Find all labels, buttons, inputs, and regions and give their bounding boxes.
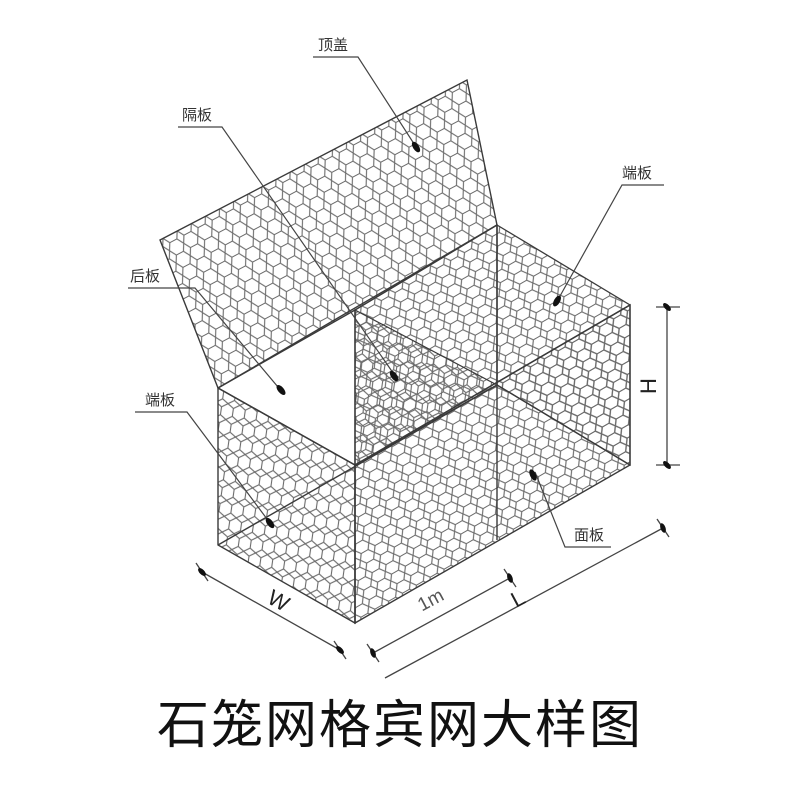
dimension-ticks bbox=[198, 303, 671, 658]
label-top-lid: 顶盖 bbox=[318, 36, 349, 54]
label-front-panel: 面板 bbox=[574, 526, 605, 544]
dimension-height: H bbox=[635, 378, 661, 394]
label-end-panel-right: 端板 bbox=[622, 164, 653, 182]
label-back-panel: 后板 bbox=[130, 267, 161, 285]
leader-lines bbox=[128, 56, 664, 548]
label-end-panel-left: 端板 bbox=[145, 391, 176, 409]
label-diaphragm: 隔板 bbox=[182, 106, 213, 124]
diagram-title: 石笼网格宾网大样图 bbox=[156, 696, 643, 756]
leader-arrowheads bbox=[265, 141, 561, 529]
box-edges bbox=[217, 224, 631, 623]
